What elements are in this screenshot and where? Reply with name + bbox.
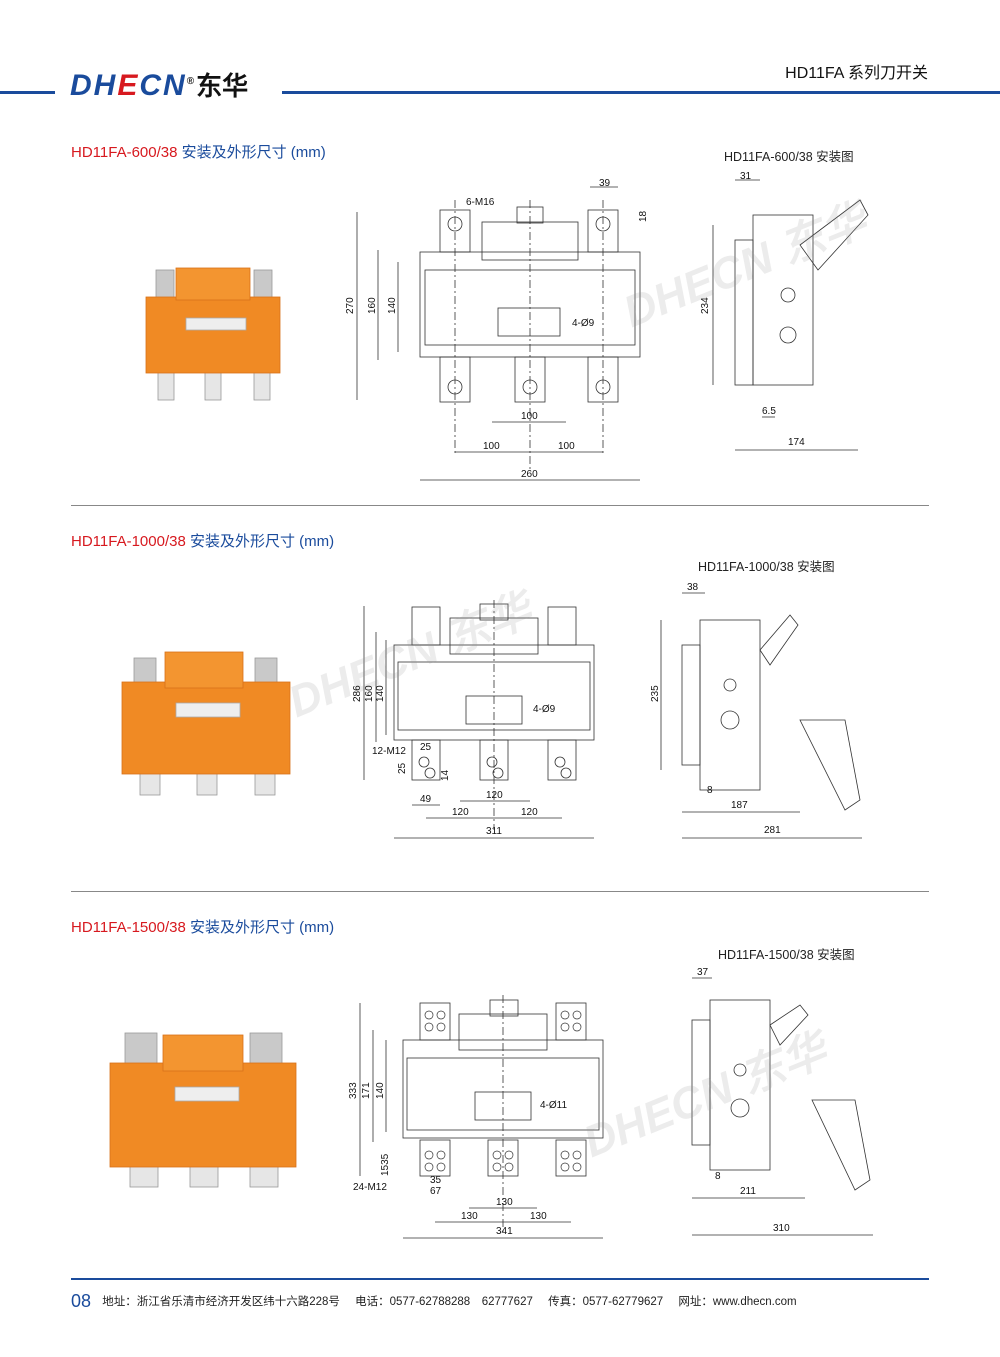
dim-label: 120 bbox=[486, 790, 503, 801]
title-suffix: 安装及外形尺寸 (mm) bbox=[189, 919, 335, 936]
dim-label: 4-Ø11 bbox=[540, 1100, 568, 1111]
dim-label: 39 bbox=[599, 178, 611, 189]
footer-rule bbox=[71, 1278, 929, 1280]
footer-website: 网址：www.dhecn.com bbox=[678, 1296, 797, 1308]
dim-label: 67 bbox=[430, 1186, 442, 1197]
dim-label: 6-M16 bbox=[466, 197, 495, 208]
product-photo-600 bbox=[145, 267, 281, 401]
product-photo-1000 bbox=[121, 651, 291, 796]
section-divider bbox=[71, 505, 929, 506]
section-title-600: HD11FA-600/38 安装及外形尺寸 (mm) bbox=[71, 141, 326, 162]
dim-label: 100 bbox=[558, 441, 575, 452]
dim-label: 140 bbox=[375, 685, 386, 702]
dim-label: 37 bbox=[697, 967, 709, 978]
dim-label: 140 bbox=[375, 1082, 386, 1099]
dim-label: 4-Ø9 bbox=[572, 318, 595, 329]
dim-label: 130 bbox=[530, 1211, 547, 1222]
dim-label: 286 bbox=[352, 685, 363, 702]
side-view-1500 bbox=[691, 977, 873, 1236]
dim-label: 8 bbox=[715, 1171, 721, 1182]
section-title-1000: HD11FA-1000/38 安装及外形尺寸 (mm) bbox=[71, 530, 334, 551]
front-view-600 bbox=[356, 186, 641, 481]
dim-label: 333 bbox=[348, 1082, 359, 1099]
dim-label: 1535 bbox=[380, 1153, 391, 1176]
model-name: HD11FA-1000/38 bbox=[71, 533, 186, 550]
dim-label: 6.5 bbox=[762, 406, 776, 417]
registered-mark: ® bbox=[186, 76, 197, 87]
dim-label: 187 bbox=[731, 800, 748, 811]
dim-label: 4-Ø9 bbox=[533, 704, 556, 715]
series-title: HD11FA 系列刀开关 bbox=[785, 65, 928, 82]
dim-label: 171 bbox=[361, 1082, 372, 1099]
page-number: 08 bbox=[71, 1291, 92, 1311]
header-rule-right bbox=[282, 91, 1000, 94]
title-suffix: 安装及外形尺寸 (mm) bbox=[189, 533, 335, 550]
section-title-1500: HD11FA-1500/38 安装及外形尺寸 (mm) bbox=[71, 916, 334, 937]
dim-label: 14 bbox=[440, 769, 451, 781]
title-suffix: 安装及外形尺寸 (mm) bbox=[181, 144, 326, 161]
dim-label: 12-M12 bbox=[372, 746, 406, 757]
dim-label: 100 bbox=[521, 411, 538, 422]
front-view-1500 bbox=[359, 995, 604, 1239]
section-divider bbox=[71, 891, 929, 892]
dim-label: 25 bbox=[397, 762, 408, 774]
product-photo-1500 bbox=[109, 1032, 297, 1188]
model-name: HD11FA-600/38 bbox=[71, 144, 178, 161]
dim-label: 35 bbox=[430, 1175, 442, 1186]
side-view-title-1500: HD11FA-1500/38 安装图 bbox=[718, 948, 855, 962]
dim-label: 174 bbox=[788, 437, 805, 448]
dim-label: 140 bbox=[387, 297, 398, 314]
model-name: HD11FA-1500/38 bbox=[71, 919, 186, 936]
header-rule-left bbox=[0, 91, 55, 94]
dim-label: 260 bbox=[521, 469, 538, 480]
side-view-1000 bbox=[660, 592, 862, 839]
dim-label: 160 bbox=[367, 297, 378, 314]
dim-label: 211 bbox=[740, 1186, 756, 1197]
dim-label: 120 bbox=[452, 807, 469, 818]
dim-label: 38 bbox=[687, 582, 699, 593]
brand-logo: DHECN®东华 bbox=[70, 69, 249, 102]
dim-label: 130 bbox=[461, 1211, 478, 1222]
footer-address: 地址：浙江省乐清市经济开发区纬十六路228号 bbox=[102, 1296, 340, 1308]
dim-label: 8 bbox=[707, 785, 713, 796]
dim-label: 160 bbox=[364, 685, 375, 702]
dim-label: 311 bbox=[486, 826, 502, 837]
side-view-600 bbox=[712, 179, 869, 451]
dim-label: 235 bbox=[650, 685, 661, 702]
dim-label: 31 bbox=[740, 171, 752, 182]
side-view-title-600: HD11FA-600/38 安装图 bbox=[724, 150, 854, 164]
footer-fax: 传真：0577-62779627 bbox=[548, 1296, 664, 1308]
front-view-1000 bbox=[363, 600, 595, 839]
footer: 08 地址：浙江省乐清市经济开发区纬十六路228号 电话：0577-627882… bbox=[71, 1291, 809, 1312]
footer-phone: 电话：0577-62788288 62777627 bbox=[355, 1296, 533, 1308]
dim-label: 100 bbox=[483, 441, 500, 452]
side-view-title-1000: HD11FA-1000/38 安装图 bbox=[698, 560, 835, 574]
dim-label: 130 bbox=[496, 1197, 513, 1208]
dim-label: 310 bbox=[773, 1223, 790, 1234]
dim-label: 270 bbox=[345, 297, 356, 314]
dim-label: 18 bbox=[638, 210, 649, 222]
dim-label: 25 bbox=[420, 742, 432, 753]
logo-cn: 东华 bbox=[196, 71, 249, 101]
dim-label: 24-M12 bbox=[353, 1182, 387, 1193]
dim-label: 49 bbox=[420, 794, 432, 805]
dim-label: 120 bbox=[521, 807, 538, 818]
dim-label: 281 bbox=[764, 825, 781, 836]
dim-label: 234 bbox=[700, 297, 711, 314]
dim-label: 341 bbox=[496, 1226, 513, 1237]
